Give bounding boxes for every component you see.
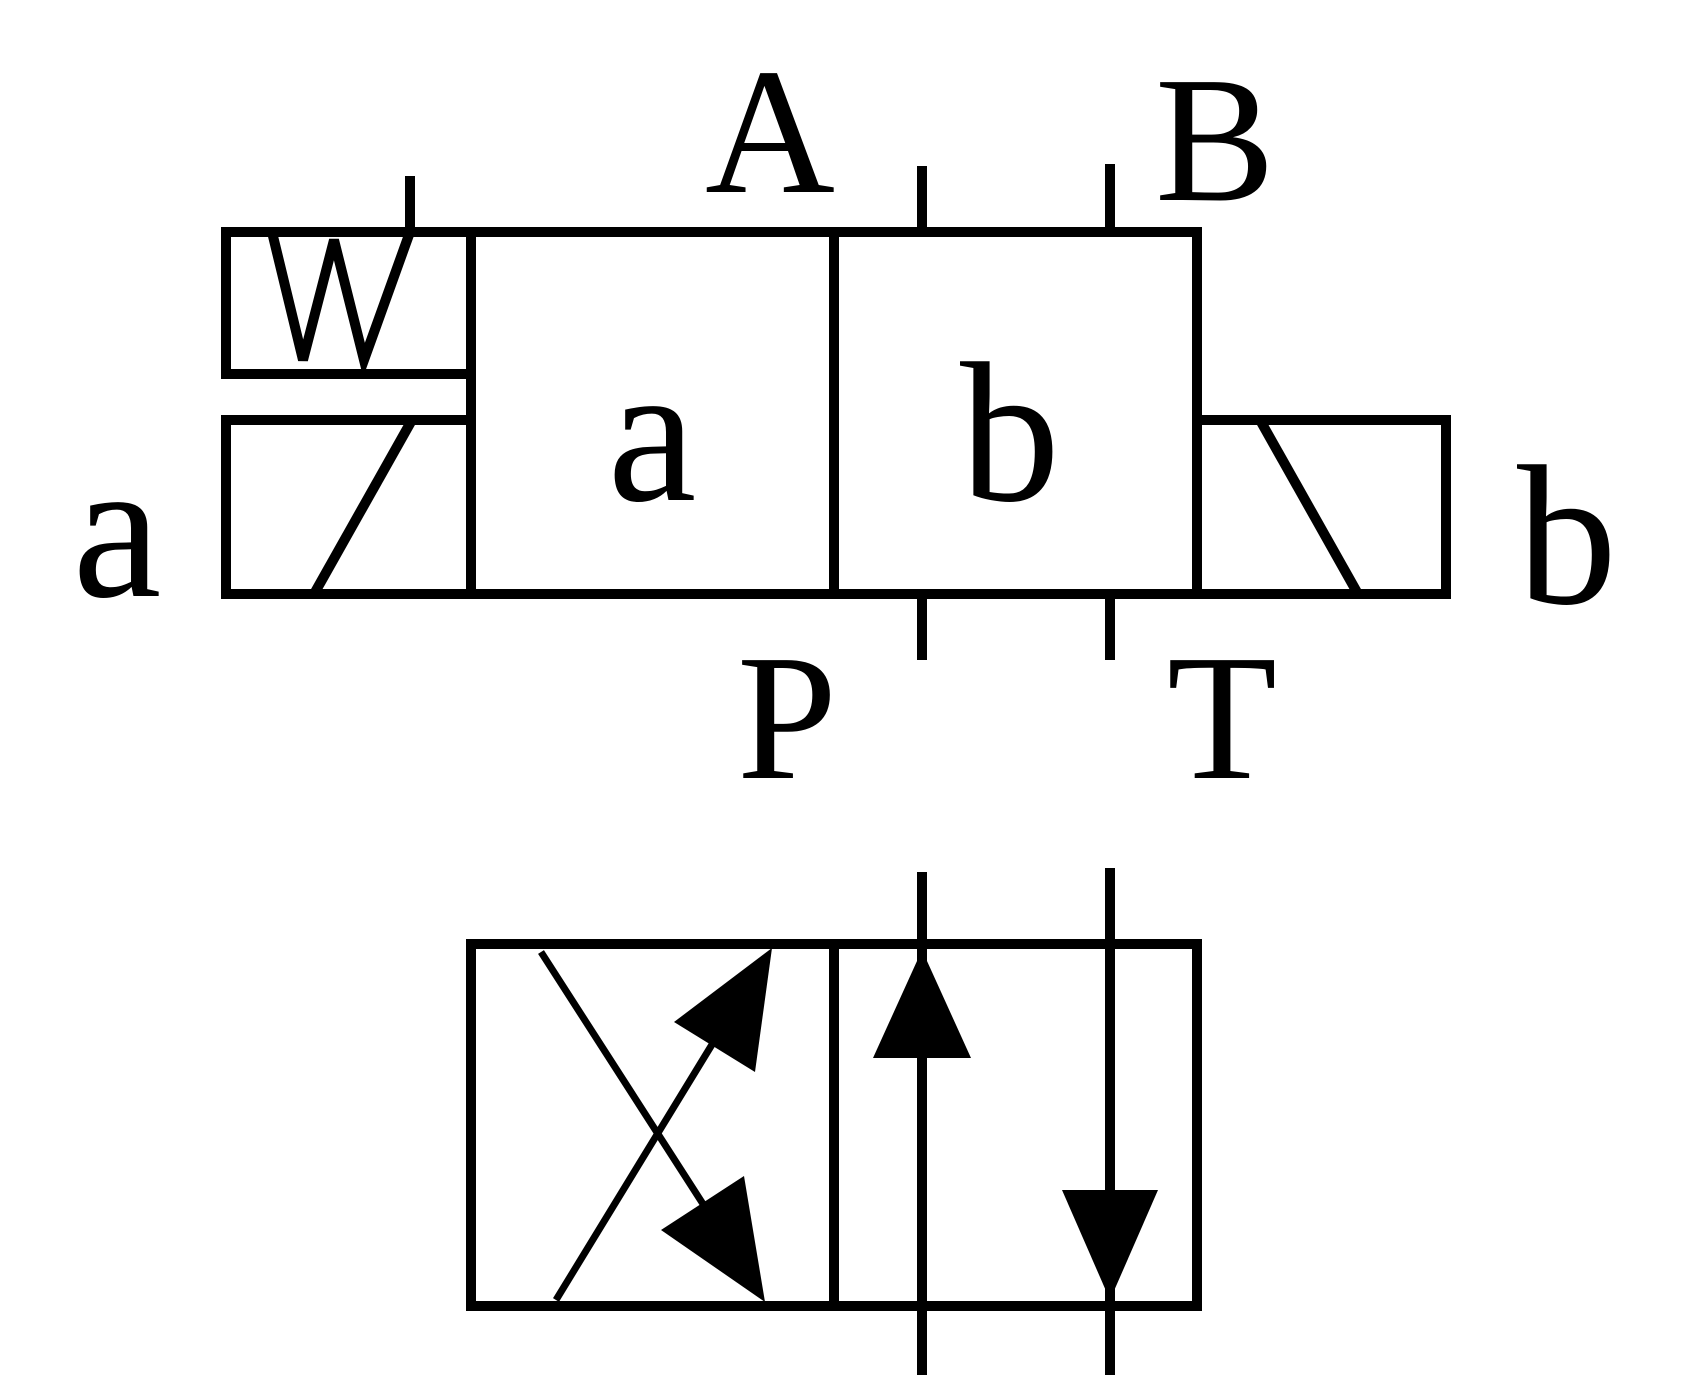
spring-icon [221,176,471,379]
actuator-label-a: a [73,419,162,640]
solenoid-b-icon [1197,415,1451,599]
valve-symbol: A B P T a b a b [73,32,1617,817]
solenoid-a-icon [221,415,471,599]
port-label-t: T [1167,618,1277,817]
position-label-b: b [960,323,1060,544]
up-arrow-icon [873,950,971,1058]
down-arrow-icon [1062,1190,1158,1300]
crossed-flow-arrows-icon [538,948,772,1302]
flow-path-diagram [466,868,1202,1375]
position-label-a: a [608,323,697,544]
port-label-a: A [705,32,835,231]
port-label-b: B [1155,40,1275,239]
port-label-p: P [737,618,837,817]
actuator-label-b: b [1517,426,1617,647]
